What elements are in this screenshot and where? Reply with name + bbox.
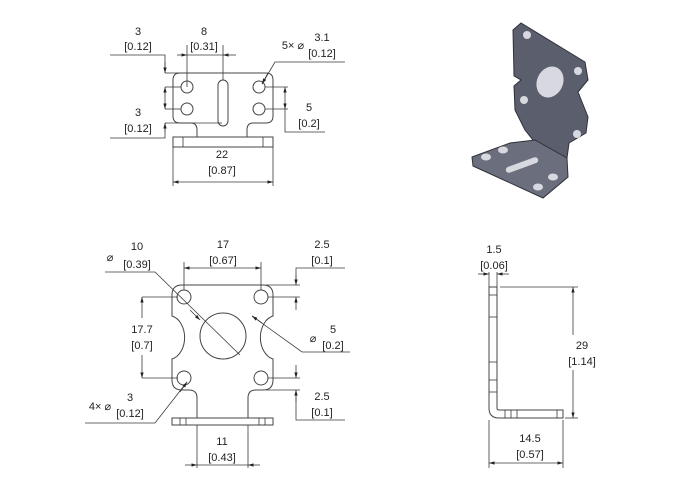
render-foot [471, 139, 569, 199]
dim-value: 2.5 [314, 239, 329, 251]
dim-value: 17 [217, 239, 229, 251]
diameter-symbol: ⌀ [107, 252, 114, 264]
center-hole [199, 312, 247, 360]
render-hole [481, 153, 491, 161]
dim-inch: [0.12] [124, 41, 152, 53]
side-view: 1.5 [0.06] 29 [1.14] 14.5 [0.57] [478, 244, 596, 468]
dim-inch: [0.2] [298, 118, 319, 130]
render-hole [498, 146, 508, 154]
front-view: ⌀ 10 [0.39] 17 [0.67] 2.5 [0.1] 17.7 [0.… [85, 239, 350, 468]
dim-value: 3 [127, 392, 133, 404]
dim-value: 3.1 [314, 32, 329, 44]
mount-hole [180, 102, 194, 116]
dim-inch: [0.06] [480, 260, 508, 272]
mount-hole [176, 370, 192, 386]
dim-inch: [0.87] [208, 165, 236, 177]
mount-hole [253, 289, 269, 305]
dim-value: 8 [201, 26, 207, 38]
diameter-symbol: ⌀ [310, 333, 317, 345]
render-hole [533, 183, 543, 191]
dim-value: 29 [576, 340, 588, 352]
render-hole [573, 130, 581, 138]
mount-hole [253, 370, 269, 386]
dim-value: 17.7 [131, 324, 152, 336]
render-center-hole [536, 66, 564, 98]
dim-value: 11 [216, 436, 227, 448]
dim-value: 10 [131, 241, 143, 253]
isometric-render [471, 22, 589, 199]
mount-hole [252, 102, 266, 116]
dim-inch: [0.39] [123, 259, 151, 271]
dim-value: 3 [135, 26, 141, 38]
mount-hole [252, 80, 266, 94]
render-hole [574, 67, 582, 75]
slot [217, 79, 229, 127]
dim-inch: [0.12] [308, 48, 336, 60]
render-hole [520, 96, 528, 104]
dim-inch: [0.7] [131, 340, 152, 352]
top-view-foot [172, 136, 274, 148]
dim-value: 22 [216, 149, 228, 161]
dim-inch: [0.67] [209, 255, 237, 267]
dim-inch: [0.43] [208, 452, 236, 464]
dim-value: 5 [330, 324, 336, 336]
dim-value: 14.5 [519, 433, 540, 445]
dim-value: 3 [135, 107, 141, 119]
dim-inch: [0.57] [516, 449, 544, 461]
mount-hole [176, 289, 192, 305]
dim-inch: [0.12] [116, 408, 144, 420]
dim-value: 1.5 [486, 244, 501, 256]
dim-inch: [0.1] [311, 255, 332, 267]
side-view-profile [488, 286, 564, 419]
top-view: 3 [0.12] 8 [0.31] 5× ⌀ 3.1 [0.12] 3 [0.1… [110, 26, 345, 186]
render-hole [523, 31, 531, 39]
front-view-foot [171, 417, 274, 426]
dim-prefix: 4× ⌀ [89, 401, 112, 413]
dim-value: 5 [306, 102, 312, 114]
render-slot [505, 157, 539, 173]
dim-value: 2.5 [314, 391, 329, 403]
dim-inch: [0.12] [124, 123, 152, 135]
dim-inch: [0.31] [190, 41, 218, 53]
dim-prefix: 5× ⌀ [282, 40, 305, 52]
render-hole [548, 173, 558, 181]
dim-inch: [0.2] [322, 340, 343, 352]
dim-inch: [0.1] [311, 407, 332, 419]
dim-inch: [1.14] [568, 356, 596, 368]
